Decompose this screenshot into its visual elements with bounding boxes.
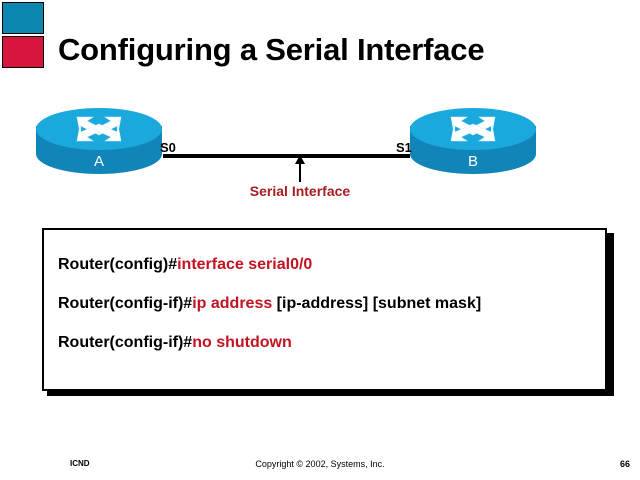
logo-square-red <box>2 36 44 68</box>
router-arrows-icon <box>36 108 162 150</box>
page-title: Configuring a Serial Interface <box>58 32 485 67</box>
footer-copyright: Copyright © 2002, Systems, Inc. <box>255 459 385 469</box>
router-label: B <box>467 153 478 170</box>
callout-arrow-shaft <box>299 158 301 182</box>
command-args: [ip-address] [subnet mask] <box>272 295 482 312</box>
command-line-3: Router(config-if)#no shutdown <box>58 334 292 352</box>
serial-link-line <box>163 154 410 158</box>
router-b: B <box>410 108 536 182</box>
serial-interface-caption: Serial Interface <box>249 183 351 199</box>
port-label-s1: S1 <box>396 140 412 155</box>
command-keyword: ip address <box>192 295 273 312</box>
footer-course-code: ICND <box>70 459 90 468</box>
router-label: A <box>93 153 104 170</box>
command-box-shadow-right <box>607 233 614 396</box>
command-keyword: interface serial0/0 <box>177 256 313 273</box>
port-label-s0: S0 <box>160 140 176 155</box>
router-a: A <box>36 108 162 182</box>
command-box: Router(config)#interface serial0/0 Route… <box>42 228 607 391</box>
command-prompt: Router(config-if)# <box>58 334 193 351</box>
router-arrows-icon <box>410 108 536 150</box>
callout-arrow-head-icon <box>295 155 305 164</box>
command-keyword: no shutdown <box>192 334 292 351</box>
logo-square-teal <box>2 2 44 34</box>
command-prompt: Router(config)# <box>58 256 178 273</box>
command-prompt: Router(config-if)# <box>58 295 193 312</box>
command-box-shadow-bottom <box>47 389 614 396</box>
brand-logo <box>2 2 44 70</box>
command-line-2: Router(config-if)#ip address [ip-address… <box>58 295 481 313</box>
command-line-1: Router(config)#interface serial0/0 <box>58 256 312 274</box>
footer-page-number: 66 <box>619 459 630 469</box>
